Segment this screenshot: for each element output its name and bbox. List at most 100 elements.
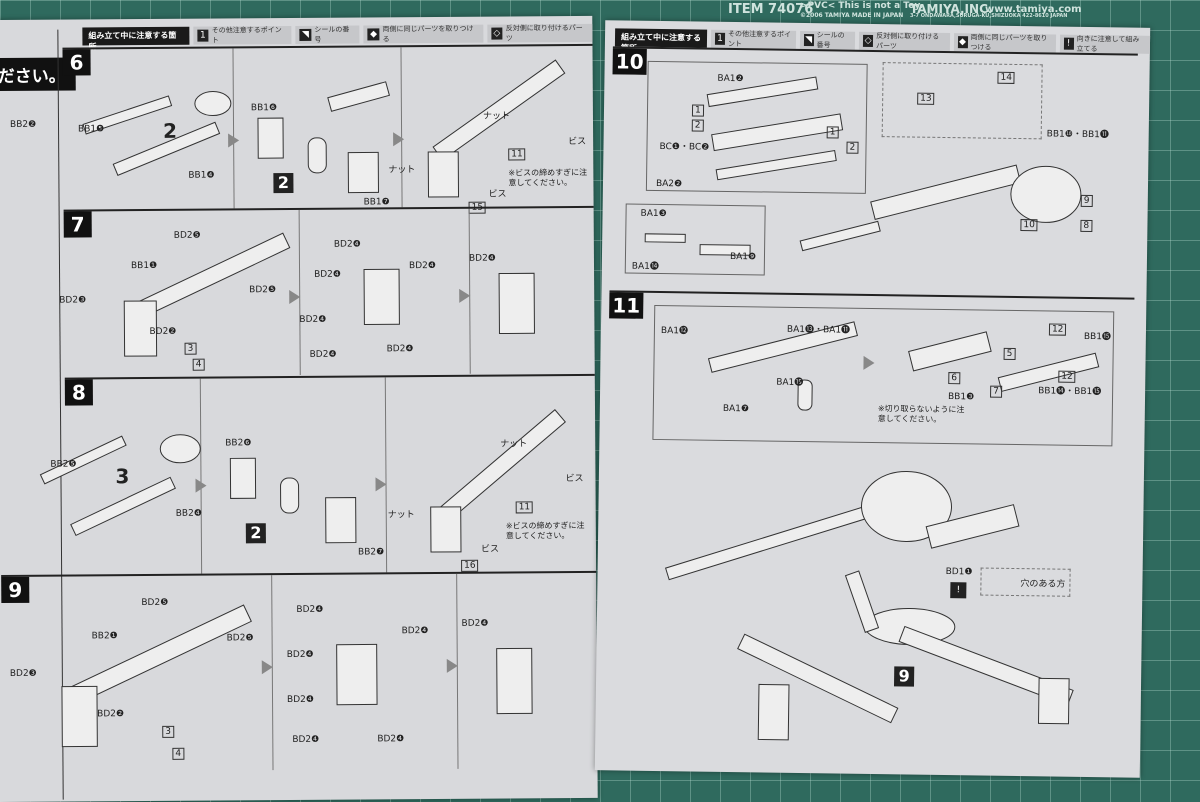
legend-header: 組み立て中に注意する箇所 (614, 28, 708, 53)
part-label: BD2❹ (401, 626, 429, 637)
prev-part-label: BB2❷ (9, 119, 37, 130)
part-label: ビス (480, 544, 500, 555)
mat-copyright: ©2006 TAMIYA MADE IN JAPAN (800, 12, 904, 19)
sticker-number: 2 (846, 141, 859, 154)
step-6-panel: 6 2 BB1❺ BB1❹ 2 BB1❻ BB1❼ ナット ビス ナット ビス … (62, 43, 594, 214)
part-label: BD2❸ (59, 295, 87, 306)
sticker-number: 14 (997, 71, 1016, 84)
part-label: BA1❾ (729, 251, 757, 263)
legend-header: 組み立て中に注意する箇所 (82, 26, 190, 51)
both-sides-icon: ◆ (957, 36, 968, 49)
step-9-panel: 9 BD2❺ BB2❶ BD2❺ BD2❸ BD2❷ 3 4 BD2❹ BD2❹… (1, 570, 598, 771)
part-label: ナット (482, 111, 511, 122)
turret-drawing (870, 164, 1082, 223)
mat-url: www.tamiya.com (985, 4, 1082, 15)
part-label: BA1❼ (722, 403, 750, 415)
sticker-number: 3 (162, 725, 175, 738)
part-label: BD2❹ (296, 604, 324, 615)
part-label: BD2❺ (249, 285, 277, 296)
sticker-number: 3 (184, 342, 197, 355)
step-number: 9 (1, 576, 30, 604)
bracket-parts-drawing (229, 457, 357, 544)
gun-cradle-drawing (427, 59, 566, 198)
foot-exploded-drawing (363, 268, 400, 325)
legend-opposite: 反対側に取り付けるパーツ (875, 32, 940, 51)
sticker-number: 7 (990, 385, 1002, 398)
barrel-parts-drawing (82, 91, 232, 176)
part-label: BD1❶ (945, 567, 973, 578)
sticker-number: 9 (1080, 194, 1093, 208)
part-label: BD2❺ (173, 230, 201, 241)
foot-assembled-drawing (498, 272, 535, 335)
legend-orientation: 向きに注意して組み立てる (1076, 34, 1140, 54)
step-8-panel: 8 3 BB2❺ BB2❹ 2 BB2❻ BB2❼ ナット ビス ナット ビス … (39, 373, 597, 574)
muzzle-parts-drawing (644, 220, 881, 256)
sticker-number: 16 (461, 559, 479, 572)
other-point-icon: 1 (196, 29, 209, 42)
part-label: BC❶・BC❷ (659, 142, 710, 153)
sub-step-box: 2 (273, 172, 294, 194)
part-label: BD2❹ (292, 734, 320, 746)
caution-note: ※ビスの締めすぎに注意してください。 (505, 520, 585, 541)
part-label: BD2❹ (408, 260, 436, 272)
part-label: BB1❿・BB1⓫ (1046, 129, 1109, 141)
leg-assembly-drawing (123, 232, 291, 357)
part-label: BB2❹ (175, 508, 202, 519)
sticker-number: 8 (1080, 219, 1093, 233)
part-label: BB1❹ (188, 170, 215, 181)
sub-step-box: 2 (245, 523, 266, 544)
part-label: BB2❺ (50, 459, 77, 470)
part-label: BB1❻ (250, 103, 278, 114)
sticker-number: 1 (691, 104, 704, 117)
mat-company: TAMIYA,INC. (910, 2, 993, 16)
part-label: BD2❹ (286, 649, 314, 661)
part-label: BD2❸ (9, 668, 37, 679)
step-number: 11 (609, 292, 644, 319)
part-label: BA1⓭・BA1⓫ (786, 324, 851, 336)
part-label: BD2❹ (299, 314, 327, 325)
mat-pvc: >PVC< This is not a Toy. (800, 1, 923, 11)
sight-exploded-drawing (707, 321, 859, 411)
part-label: BD2❷ (149, 326, 177, 337)
part-label: BA2❷ (655, 178, 683, 190)
caution-note: ※ビスの締めすぎに注意してください。 (508, 167, 588, 188)
part-label: BB1⓯ (1083, 331, 1112, 343)
sticker-number: 4 (192, 358, 205, 371)
mat-item-number: ITEM 74076 (728, 2, 814, 17)
part-label: ナット (388, 165, 416, 176)
opposite-icon: ◇ (490, 27, 503, 40)
part-label: BA1⓯ (776, 377, 804, 389)
opposite-icon: ◇ (863, 34, 874, 47)
part-label: BB1❺ (78, 124, 105, 135)
sticker-number: 1 (826, 126, 839, 139)
barrel-parts-drawing (39, 434, 201, 537)
sticker-number: 12 (1058, 370, 1076, 383)
part-label: BD2❹ (377, 734, 405, 745)
leg-assembly-drawing (61, 604, 252, 748)
step-number: 6 (62, 49, 91, 76)
step-11-panel: 11 BA1⓬ BA1⓭・BA1⓫ BA1⓯ BA1❼ BB1⓯ BB1⓮・BB… (602, 290, 1135, 768)
step-number: 7 (63, 211, 92, 238)
mat-address: 3-7 ONDAWARA,SURUGA-KU,SHIZUOKA 422-8610… (910, 13, 1068, 19)
sticker-icon: ◥ (299, 28, 312, 41)
part-label: BD2❹ (314, 269, 342, 280)
sticker-number: 5 (1003, 347, 1016, 360)
part-label: BD2❷ (97, 709, 125, 720)
sticker-number: 6 (948, 372, 961, 385)
part-label: BD2❺ (141, 597, 169, 609)
hole-side-note: 穴のある方 (1020, 579, 1066, 590)
exclamation-icon: ! (950, 582, 967, 599)
sight-assembled-drawing (908, 331, 1100, 392)
part-label: BD2❺ (226, 633, 254, 644)
caution-note: ※切り取らないように注意してください。 (877, 404, 965, 424)
part-label: BA1⓬ (660, 326, 689, 337)
other-point-icon: 1 (714, 32, 726, 45)
foot-exploded-drawing (336, 643, 378, 706)
legend-other: その他注意するポイント (211, 26, 282, 45)
sticker-number: 12 (1048, 323, 1067, 336)
bracket-parts-drawing (257, 81, 391, 194)
step-10-panel: 10 BA1❷ BC❶・BC❷ BA2❷ 1 2 1 2 13 14 BB1❿・… (609, 46, 1138, 294)
